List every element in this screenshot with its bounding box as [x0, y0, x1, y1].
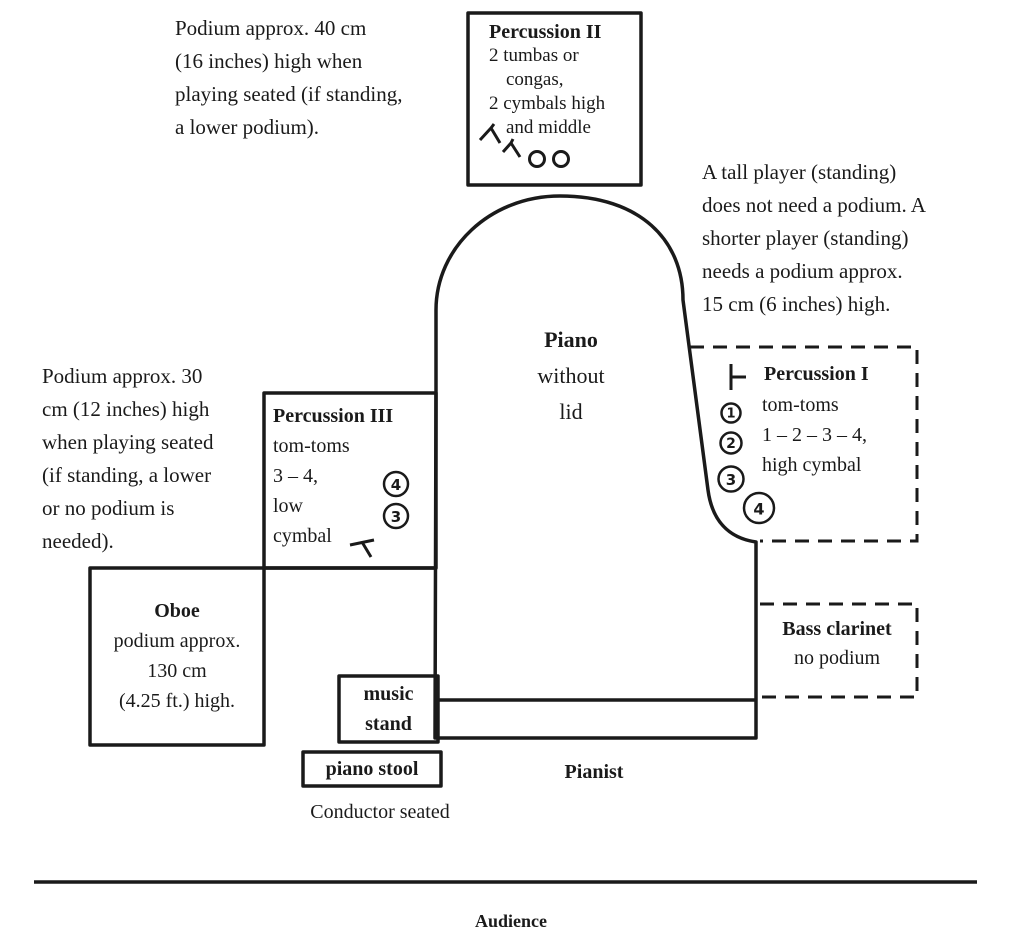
percussion-ii-line: and middle	[506, 117, 591, 138]
note-top-left: Podium approx. 40 cm (16 inches) high wh…	[175, 12, 402, 144]
bass-clarinet-title: Bass clarinet	[782, 618, 892, 640]
cymbal-high-icon	[478, 123, 502, 144]
piano-stool-label: piano stool	[325, 758, 419, 780]
tom-tom-4-icon	[742, 491, 776, 525]
bass-clarinet-subtitle: no podium	[793, 647, 881, 669]
note-line: does not need a podium. A	[702, 193, 926, 217]
piano-outline	[433, 194, 758, 740]
tom-tom-3b-number: 3	[391, 508, 401, 526]
pianist-label: Pianist	[564, 761, 624, 783]
percussion-iii-title: Percussion III	[273, 405, 394, 427]
tom-tom-1-icon	[720, 402, 742, 424]
piano-stool-box	[301, 750, 443, 788]
note-line: (if standing, a lower	[42, 463, 212, 487]
note-line: needed).	[42, 529, 114, 553]
percussion-ii-box	[466, 11, 643, 187]
bass-clarinet-label: Bass clarinet no podium	[766, 615, 908, 673]
percussion-i-line: tom-toms	[762, 394, 839, 416]
piano-line: lid	[559, 399, 583, 424]
percussion-i-title: Percussion I	[764, 363, 869, 385]
tom-tom-4b-icon	[382, 470, 410, 498]
percussion-i-label: Percussion I	[764, 360, 869, 389]
piano-line: without	[537, 363, 605, 388]
music-stand-line: stand	[365, 713, 412, 735]
percussion-iii-line: low	[273, 495, 303, 517]
oboe-line: 130 cm	[147, 660, 207, 682]
oboe-line: podium approx.	[113, 630, 241, 652]
note-line: Podium approx. 40 cm	[175, 16, 367, 40]
percussion-ii-line: 2 tumbas or	[489, 45, 579, 66]
percussion-ii-label: Percussion II 2 tumbas or congas, 2 cymb…	[489, 20, 605, 140]
tom-tom-4b-number: 4	[391, 476, 401, 494]
percussion-ii-title: Percussion II	[489, 21, 602, 43]
tom-tom-2-number: 2	[726, 436, 736, 452]
oboe-label: Oboe podium approx. 130 cm (4.25 ft.) hi…	[92, 596, 262, 716]
percussion-iii-line: cymbal	[273, 525, 332, 547]
music-stand-label: music stand	[339, 679, 438, 739]
oboe-title: Oboe	[154, 600, 200, 622]
note-line: A tall player (standing)	[702, 160, 897, 184]
note-line: Podium approx. 30	[42, 364, 203, 388]
note-line: playing seated (if standing,	[175, 82, 403, 106]
note-line: needs a podium approx.	[702, 259, 903, 283]
percussion-i-line: 1 – 2 – 3 – 4,	[762, 424, 867, 446]
note-right: A tall player (standing) does not need a…	[702, 156, 926, 321]
note-line: cm (12 inches) high	[42, 397, 210, 421]
conductor-label: Conductor seated	[310, 801, 450, 823]
note-line: when playing seated	[42, 430, 214, 454]
percussion-iii-label: Percussion III tom-toms 3 – 4, low cymba…	[273, 401, 393, 551]
cymbal-middle-icon	[501, 138, 522, 158]
percussion-i-area	[690, 345, 919, 543]
tom-tom-3b-icon	[382, 502, 410, 530]
note-line: shorter player (standing)	[702, 226, 909, 250]
percussion-i-details: tom-toms 1 – 2 – 3 – 4, high cymbal	[762, 390, 867, 480]
percussion-iii-line: tom-toms	[273, 435, 350, 457]
percussion-i-line: high cymbal	[762, 454, 862, 476]
oboe-box	[88, 566, 266, 747]
bass-clarinet-area	[760, 602, 919, 699]
music-stand-line: music	[363, 683, 414, 705]
note-left: Podium approx. 30 cm (12 inches) high wh…	[42, 360, 213, 558]
percussion-ii-line: 2 cymbals high	[489, 93, 606, 114]
note-line: (16 inches) high when	[175, 49, 363, 73]
tom-tom-3-number: 3	[726, 471, 736, 489]
note-line: or no podium is	[42, 496, 175, 520]
conga-icon-2	[552, 150, 570, 168]
tom-tom-3-icon	[717, 465, 745, 493]
conga-icon-1	[528, 150, 546, 168]
low-cymbal-icon	[349, 538, 375, 558]
oboe-line: (4.25 ft.) high.	[118, 690, 236, 712]
percussion-iii-line: 3 – 4,	[273, 465, 318, 487]
music-stand-box	[337, 674, 440, 744]
percussion-ii-line: congas,	[506, 69, 564, 90]
note-line: 15 cm (6 inches) high.	[702, 292, 891, 316]
high-cymbal-icon	[729, 364, 746, 390]
piano-title: Piano	[544, 327, 598, 352]
tom-tom-2-icon	[719, 431, 743, 455]
tom-tom-4-number: 4	[753, 500, 764, 519]
piano-label: Piano without lid	[511, 322, 631, 430]
tom-tom-1-number: 1	[726, 407, 735, 422]
note-line: a lower podium).	[175, 115, 320, 139]
audience-label: Audience	[475, 911, 547, 931]
